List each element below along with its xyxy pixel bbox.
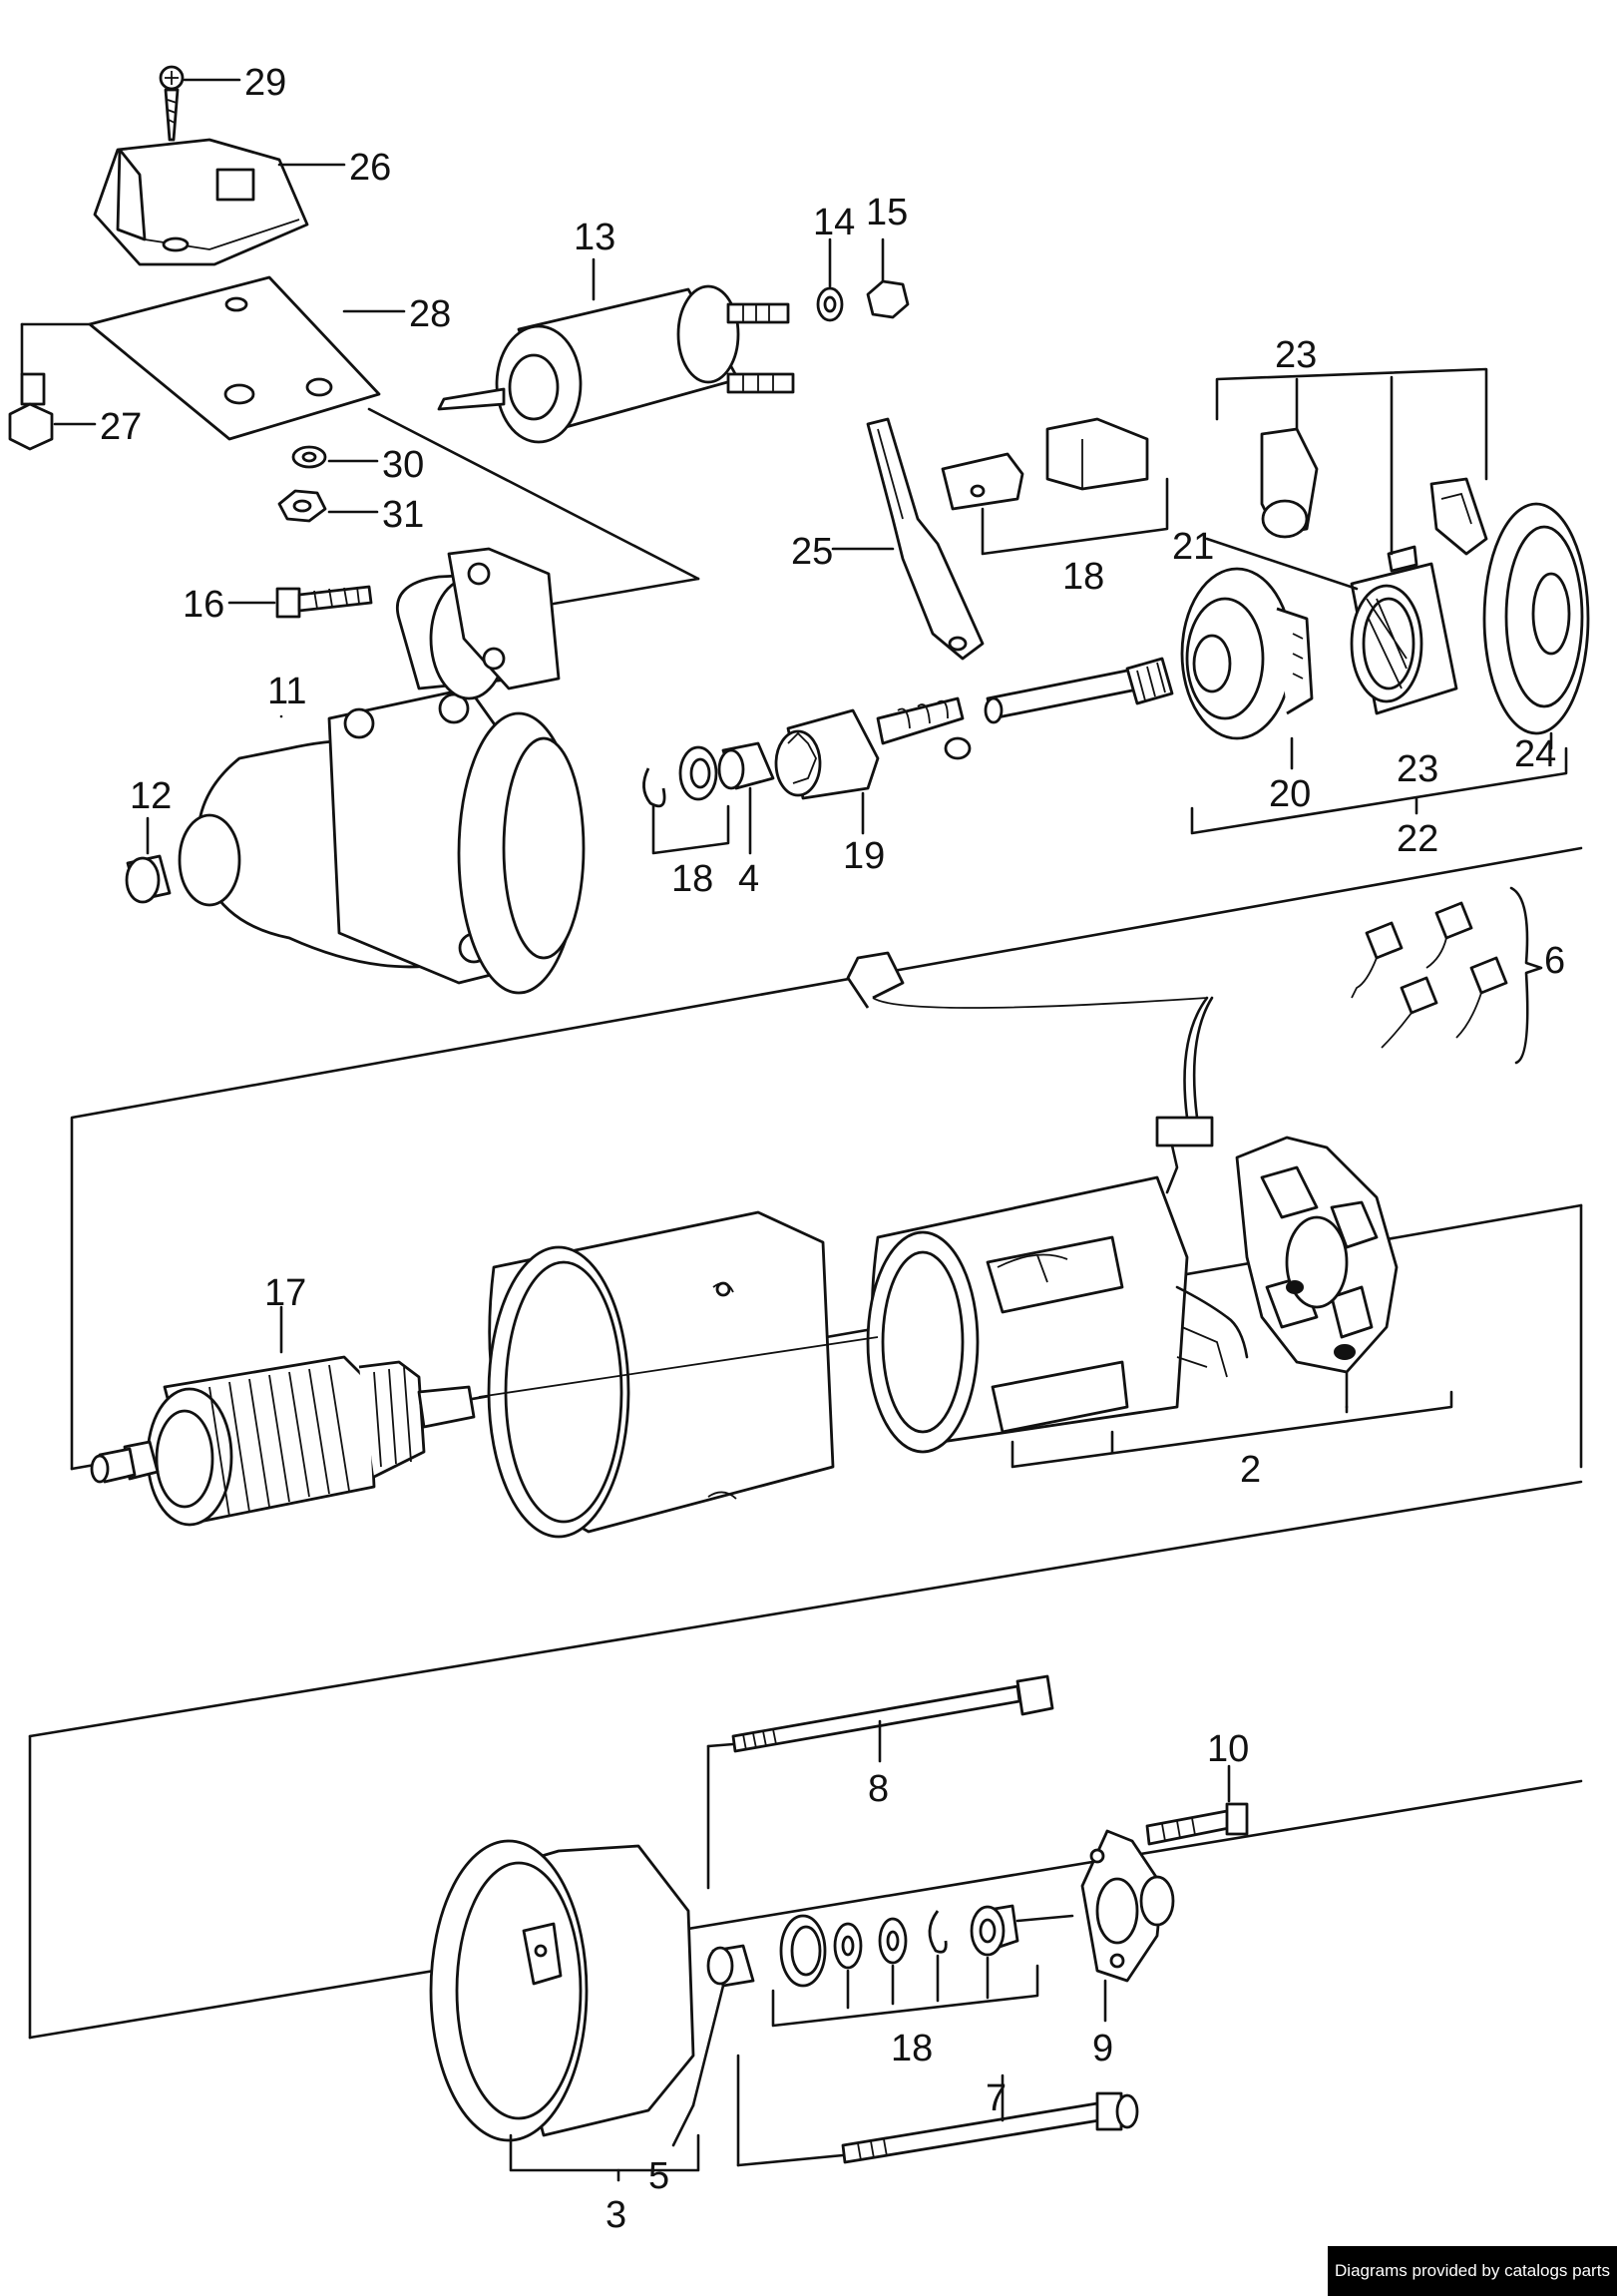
nut-15	[866, 237, 910, 319]
label-3: 3	[606, 2194, 626, 2236]
through-bolt-8	[706, 1674, 1054, 1890]
label-26: 26	[349, 147, 391, 189]
fork-lever-25	[831, 417, 985, 661]
armature-17	[90, 1305, 476, 1527]
pole-housing	[478, 1210, 879, 1539]
label-24: 24	[1514, 733, 1556, 775]
bolt-27	[8, 322, 97, 451]
label-18-mid: 18	[671, 858, 713, 900]
pinion-clutch-19	[774, 696, 972, 835]
end-cap-3	[429, 1839, 700, 2182]
drive-housing-11	[178, 547, 586, 995]
ring-gear-21	[1205, 537, 1458, 715]
label-10: 10	[1207, 1728, 1249, 1770]
drive-shaft	[984, 657, 1174, 724]
bushing-12	[125, 816, 172, 904]
washer-14	[816, 237, 844, 322]
label-12: 12	[130, 775, 172, 817]
label-2: 2	[1240, 1449, 1261, 1491]
label-17: 17	[264, 1272, 306, 1314]
clip-23-b	[1215, 367, 1488, 556]
washer-stack-18	[771, 1904, 1074, 2028]
nut-31	[277, 489, 379, 523]
label-22: 22	[1397, 818, 1438, 860]
part-labels: 29 26 28 27 30 31 13 14 15 23 21 25 18 1…	[100, 62, 1565, 2236]
label-29: 29	[244, 62, 286, 104]
solenoid-13	[437, 257, 795, 444]
credit-banner: Diagrams provided by catalogs parts	[1328, 2246, 1617, 2296]
label-16: 16	[183, 584, 224, 626]
label-4: 4	[738, 858, 759, 900]
label-31: 31	[382, 494, 424, 536]
brush-clip-18-top	[941, 417, 1169, 556]
snap-ring-18	[642, 767, 666, 808]
label-9: 9	[1092, 2028, 1113, 2069]
intermediate-bearing-20	[1180, 567, 1314, 770]
label-30: 30	[382, 444, 424, 486]
label-8: 8	[868, 1768, 889, 1810]
bolt-16	[227, 585, 373, 619]
label-23-top: 23	[1275, 334, 1317, 376]
field-frame-group-2	[846, 951, 1453, 1469]
washer-30	[291, 445, 379, 469]
screw-29	[159, 65, 241, 142]
bolt-7	[736, 2054, 1139, 2167]
label-14: 14	[813, 202, 855, 243]
leader-bracket-to-housing	[367, 407, 700, 581]
label-23-mid: 23	[1397, 748, 1438, 790]
label-19: 19	[843, 835, 885, 877]
label-18-bottom: 18	[891, 2028, 933, 2069]
label-20: 20	[1269, 773, 1311, 815]
label-11: 11	[267, 671, 306, 712]
ring-18	[651, 745, 730, 855]
label-6: 6	[1544, 940, 1565, 982]
clip-23-a	[1260, 427, 1319, 539]
leader-bracket-to-housing-2	[552, 577, 700, 606]
label-15: 15	[866, 192, 908, 233]
label-7: 7	[986, 2077, 1007, 2119]
bracket-28	[88, 275, 406, 441]
label-5: 5	[648, 2155, 669, 2197]
label-28: 28	[409, 293, 451, 335]
carbon-brushes-6	[1351, 886, 1543, 1065]
label-18-top: 18	[1062, 556, 1104, 598]
brush-holder-plate	[1235, 1136, 1399, 1409]
sleeve-4	[717, 741, 775, 855]
relay-cover-26	[93, 138, 346, 266]
bushing-5	[671, 1944, 755, 2147]
cover-plate-24	[1190, 502, 1590, 835]
label-27: 27	[100, 406, 142, 448]
label-13: 13	[574, 217, 615, 258]
label-21: 21	[1172, 526, 1214, 568]
flange-bearing-9	[1080, 1829, 1175, 2023]
bolt-10	[1145, 1764, 1249, 1846]
label-25: 25	[791, 531, 833, 573]
